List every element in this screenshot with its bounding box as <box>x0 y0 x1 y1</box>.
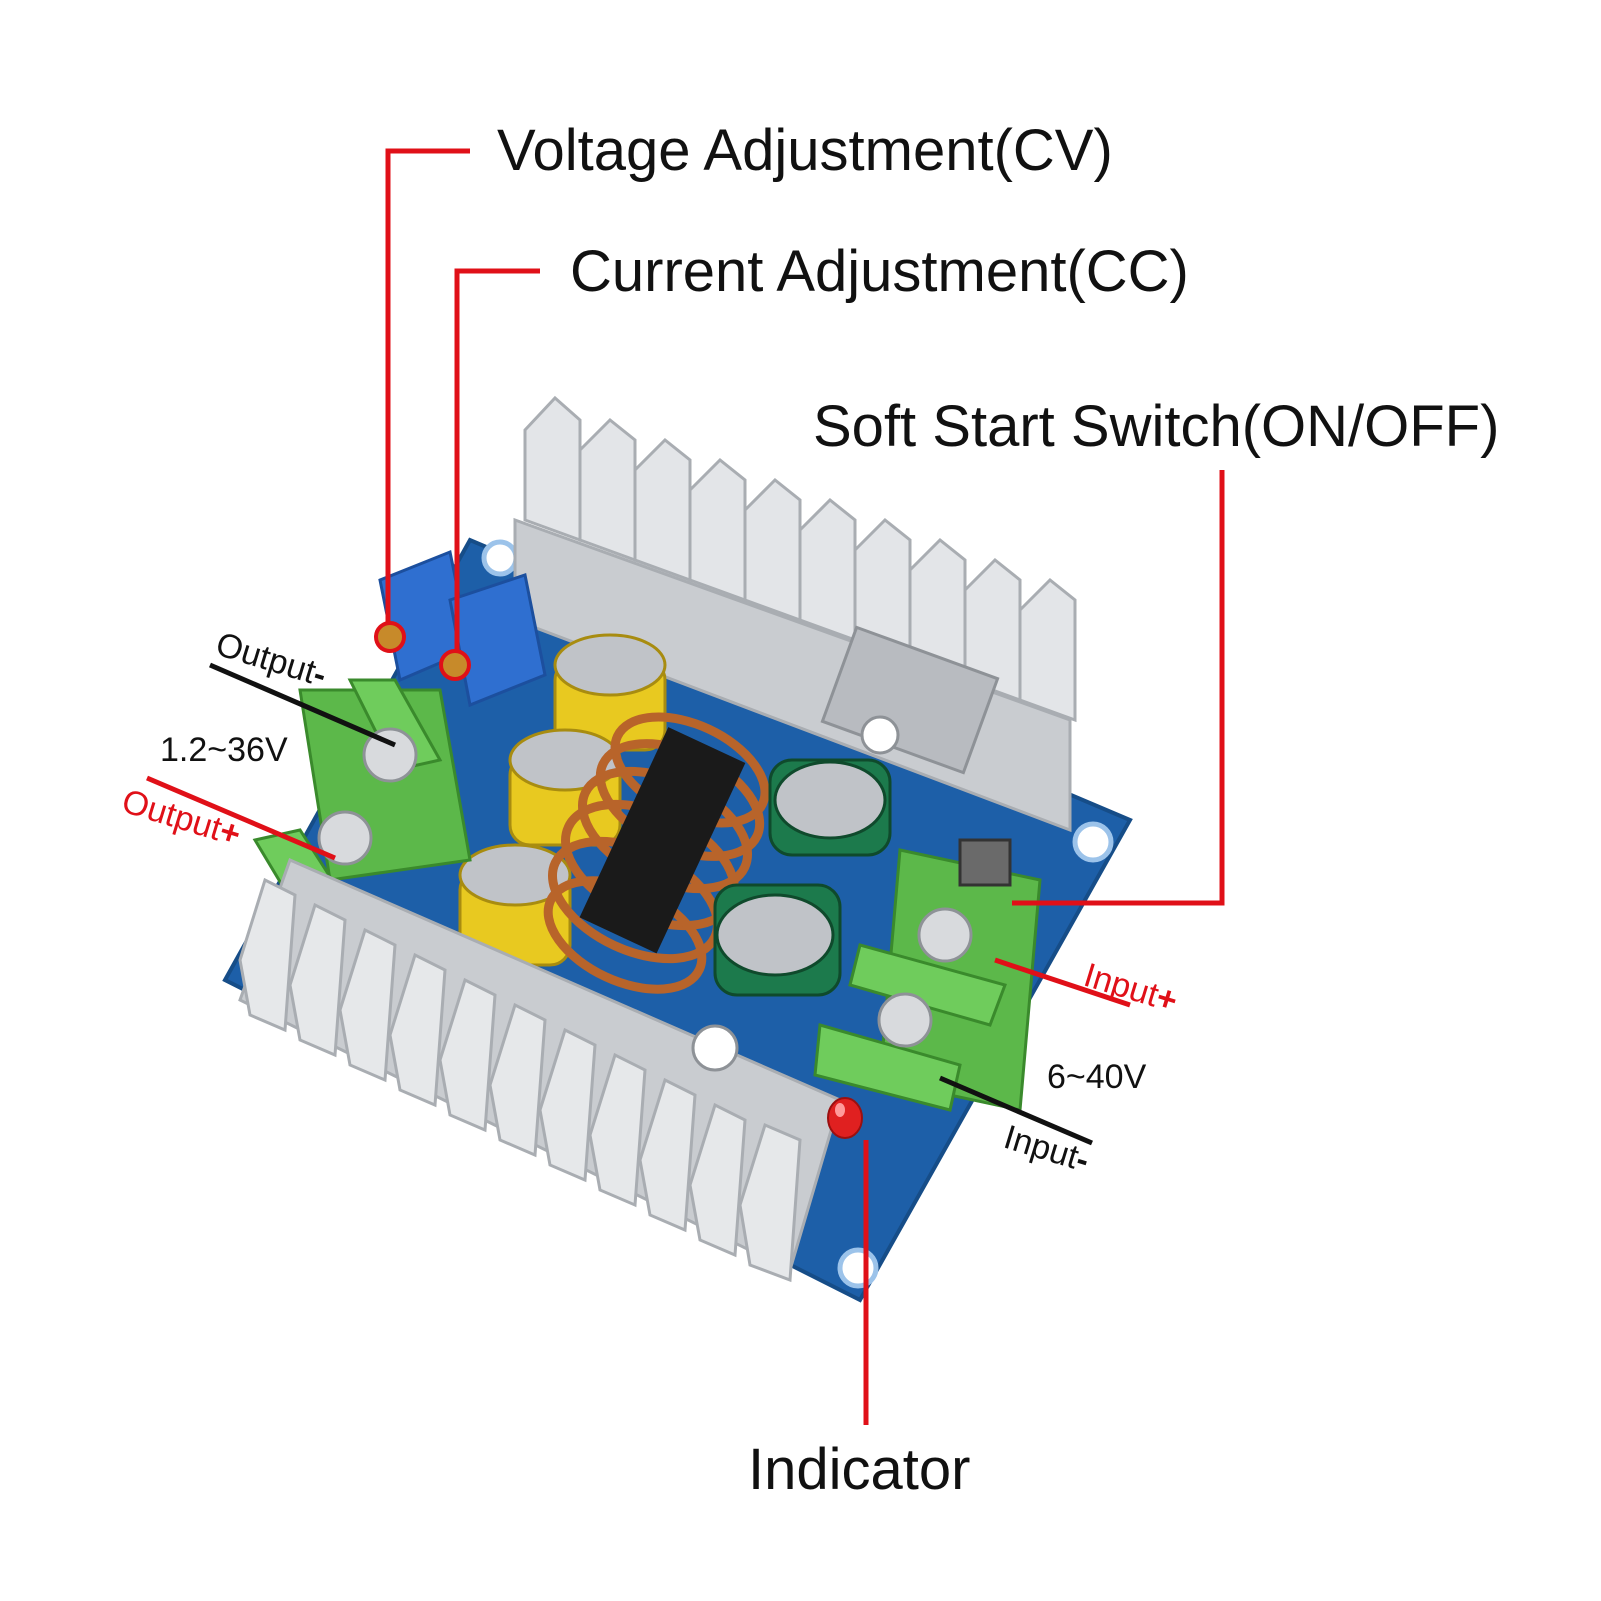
heatsink-front <box>238 857 842 1283</box>
callout-line-current <box>454 268 540 650</box>
callout-line-soft-start <box>1012 470 1225 906</box>
capacitor-green <box>713 758 892 997</box>
callout-line-voltage <box>385 148 470 622</box>
terminal-block-input <box>813 838 1042 1112</box>
mount-hole <box>1072 821 1114 863</box>
potentiometer-current <box>439 573 547 708</box>
label-voltage-adjustment: Voltage Adjustment(CV) <box>497 118 1113 183</box>
label-soft-start-switch: Soft Start Switch(ON/OFF) <box>813 394 1500 459</box>
leader-input-minus <box>939 1075 1093 1146</box>
leader-output-plus <box>146 775 336 861</box>
label-output-range: 1.2~36V <box>160 731 288 769</box>
label-indicator: Indicator <box>748 1437 971 1502</box>
mount-hole <box>837 1247 879 1289</box>
led-indicator <box>827 1097 863 1139</box>
terminal-block-output <box>252 678 472 917</box>
leader-output-minus <box>209 662 396 748</box>
heatsink-back <box>513 395 1077 833</box>
mount-hole <box>481 539 519 577</box>
leader-input-plus <box>994 957 1131 1008</box>
label-current-adjustment: Current Adjustment(CC) <box>570 239 1189 304</box>
label-input-range: 6~40V <box>1047 1058 1147 1096</box>
